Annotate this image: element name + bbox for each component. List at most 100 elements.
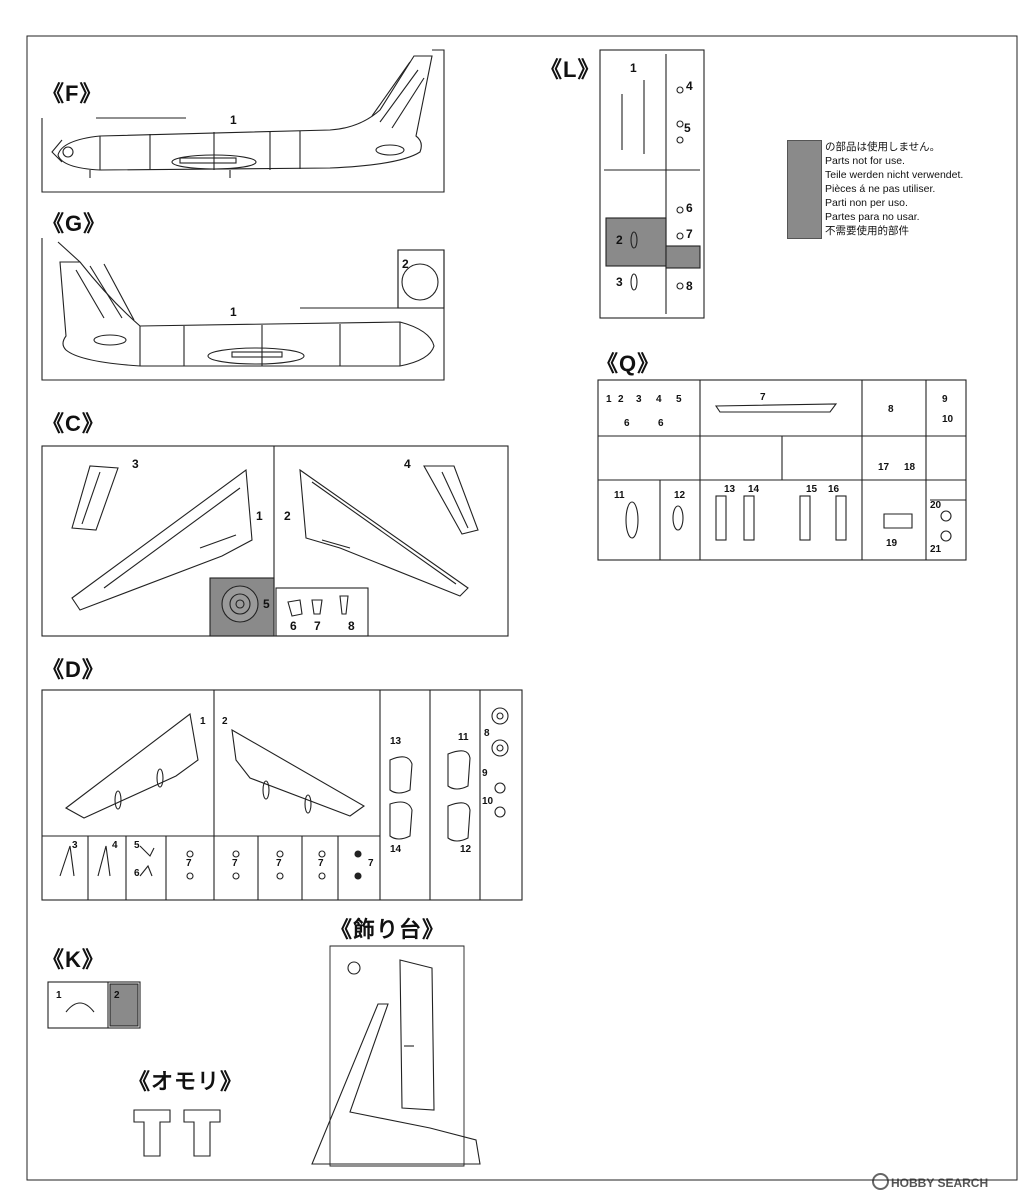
part-number-d-6: 6 <box>134 868 140 879</box>
sprue-g <box>41 238 445 381</box>
section-label-l: 《L》 <box>540 57 601 82</box>
part-number-q-21: 21 <box>930 544 942 555</box>
legend-line-fr: Pièces á ne pas utiliser. <box>825 183 936 195</box>
part-number-q-12: 12 <box>674 490 686 501</box>
part-number-q-17: 17 <box>878 462 890 473</box>
part-number-q-20: 20 <box>930 500 942 511</box>
wing-c1-part <box>71 468 253 611</box>
part-number-l-3: 3 <box>616 275 623 289</box>
part-number-q-8: 8 <box>888 404 894 415</box>
part-number-q-2: 2 <box>618 394 624 405</box>
part-number-q-13: 13 <box>724 484 736 495</box>
part-number-l-2: 2 <box>616 233 623 247</box>
section-label-g: 《G》 <box>42 211 107 236</box>
part-number-g-1: 1 <box>230 305 237 319</box>
part-number-d-1: 1 <box>200 716 206 727</box>
part-number-c-8: 8 <box>348 619 355 633</box>
legend-line-en: Parts not for use. <box>825 155 905 167</box>
part-number-l-1: 1 <box>630 61 637 75</box>
legend-line-de: Teile werden nicht verwendet. <box>825 169 964 181</box>
part-number-l-8: 8 <box>686 279 693 293</box>
fuselage-f-part <box>57 55 433 171</box>
part-number-q-14: 14 <box>748 484 760 495</box>
sprue-d <box>41 689 523 901</box>
wing-c2-part <box>299 468 469 597</box>
part-number-q-15: 15 <box>806 484 818 495</box>
part-number-d-8: 8 <box>484 728 490 739</box>
weight-1-part <box>133 1109 171 1157</box>
sprue-c <box>41 445 509 637</box>
part-number-l-7: 7 <box>686 227 693 241</box>
sprue-l <box>599 49 705 319</box>
legend-line-zh: 不需要使用的部件 <box>825 225 909 237</box>
stand-arm-part <box>399 959 435 1111</box>
part-number-d-7: 7 <box>232 858 238 869</box>
part-number-q-10: 10 <box>942 414 954 425</box>
section-label-f: 《F》 <box>42 81 103 106</box>
part-number-c-6: 6 <box>290 619 297 633</box>
part-k2-unused <box>109 983 139 1027</box>
part-number-q-7: 7 <box>760 392 766 403</box>
part-number-c-1: 1 <box>256 509 263 523</box>
part-number-d-9: 9 <box>482 768 488 779</box>
part-number-q-11: 11 <box>614 490 625 501</box>
section-label-stand: 《飾り台》 <box>330 917 446 942</box>
part-number-d-11: 11 <box>458 732 469 743</box>
part-number-d-7: 7 <box>368 858 374 869</box>
page-frame <box>26 35 1018 1181</box>
part-number-q-5: 5 <box>676 394 682 405</box>
legend-line-es: Partes para no usar. <box>825 211 920 223</box>
part-number-l-5: 5 <box>684 121 691 135</box>
section-label-d: 《D》 <box>42 657 105 682</box>
part-number-q-9: 9 <box>942 394 948 405</box>
fuselage-g-part <box>59 261 435 367</box>
part-number-d-3: 3 <box>72 840 78 851</box>
stabilizer-c4-part <box>423 465 479 535</box>
part-number-k-1: 1 <box>56 990 62 1001</box>
part-number-d-5: 5 <box>134 840 140 851</box>
weights <box>133 1109 221 1157</box>
legend-text: の部品は使用しません。 Parts not for use. Teile wer… <box>825 140 995 238</box>
part-number-q-6: 6 <box>624 418 630 429</box>
part-number-d-4: 4 <box>112 840 118 851</box>
legend-line-it: Parti non per uso. <box>825 197 908 209</box>
part-number-d-7: 7 <box>276 858 282 869</box>
window-g2-part <box>401 263 439 301</box>
sprue-f <box>41 49 445 193</box>
part-number-d-7: 7 <box>318 858 324 869</box>
part-number-q-6: 6 <box>658 418 664 429</box>
part-number-l-4: 4 <box>686 79 693 93</box>
part-l2-unused <box>605 217 667 267</box>
part-number-d-12: 12 <box>460 844 472 855</box>
part-number-q-1: 1 <box>606 394 612 405</box>
display-stand <box>311 945 481 1167</box>
part-number-q-16: 16 <box>828 484 840 495</box>
part-number-q-19: 19 <box>886 538 898 549</box>
part-number-q-18: 18 <box>904 462 916 473</box>
part-number-c-3: 3 <box>132 457 139 471</box>
section-label-k: 《K》 <box>42 947 105 972</box>
part-number-g-2: 2 <box>402 257 409 271</box>
part-number-f-1: 1 <box>230 113 237 127</box>
part-number-l-6: 6 <box>686 201 693 215</box>
part-number-c-7: 7 <box>314 619 321 633</box>
part-q7 <box>714 403 838 413</box>
part-number-q-4: 4 <box>656 394 662 405</box>
stabilizer-c3-part <box>71 465 119 531</box>
wing-d1-part <box>64 713 199 819</box>
part-number-c-5: 5 <box>263 597 270 611</box>
section-label-weight: 《オモリ》 <box>128 1069 244 1094</box>
sprue-q <box>597 379 967 561</box>
section-label-c: 《C》 <box>42 411 105 436</box>
part-number-c-4: 4 <box>404 457 411 471</box>
weight-2-part <box>183 1109 221 1157</box>
part-number-k-2: 2 <box>114 990 120 1001</box>
stand-base-part <box>311 1003 481 1165</box>
part-number-d-10: 10 <box>482 796 494 807</box>
not-for-use-swatch <box>787 140 822 239</box>
part-number-d-7: 7 <box>186 858 192 869</box>
part-number-q-3: 3 <box>636 394 642 405</box>
part-number-d-2: 2 <box>222 716 228 727</box>
